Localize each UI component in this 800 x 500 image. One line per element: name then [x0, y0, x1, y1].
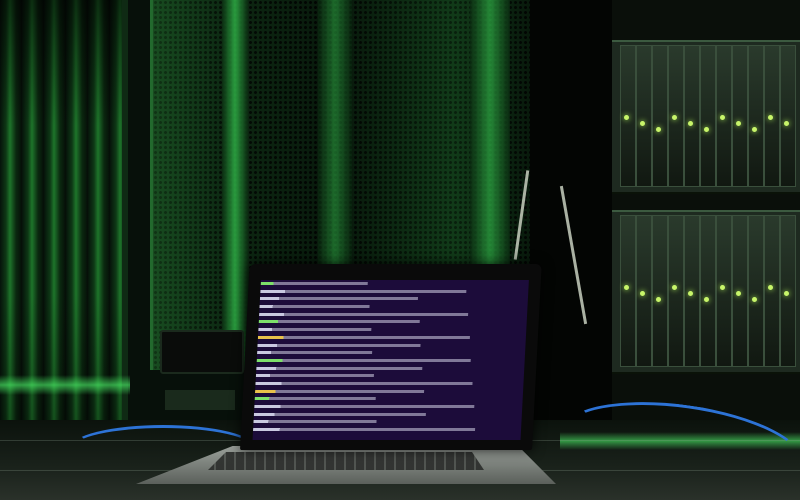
status-led: [720, 285, 725, 290]
status-led: [624, 285, 629, 290]
status-led: [784, 291, 789, 296]
server-blade: [700, 45, 716, 187]
door-light-bar: [222, 0, 248, 370]
terminal-line: [252, 426, 521, 434]
laptop-icon: [240, 264, 542, 450]
terminal-line: [255, 380, 523, 388]
server-blade: [764, 215, 780, 367]
status-led: [752, 297, 757, 302]
server-blade: [620, 215, 636, 367]
server-blade: [668, 215, 684, 367]
corridor-shadow: [0, 0, 125, 420]
status-led: [624, 115, 629, 120]
terminal-line: [259, 295, 528, 303]
server-blade: [780, 45, 796, 187]
status-led: [688, 291, 693, 296]
status-led: [704, 297, 709, 302]
server-blade: [748, 45, 764, 187]
terminal-line: [258, 326, 526, 334]
status-led: [656, 127, 661, 132]
status-led: [768, 285, 773, 290]
terminal-line: [253, 411, 522, 419]
server-blade: [716, 215, 732, 367]
rack-door-handle: [160, 330, 244, 374]
status-led: [640, 121, 645, 126]
server-blade: [684, 45, 700, 187]
floor-light-strip: [560, 432, 800, 450]
floor-light-strip: [0, 375, 130, 395]
server-blade: [700, 215, 716, 367]
terminal-line: [254, 403, 522, 411]
status-led: [640, 291, 645, 296]
terminal-line: [255, 388, 523, 396]
status-led: [768, 115, 773, 120]
network-cable-icon: [70, 425, 256, 471]
terminal-screen: [252, 280, 529, 440]
terminal-line: [259, 303, 527, 311]
status-led: [784, 121, 789, 126]
terminal-line: [256, 365, 524, 373]
status-led: [672, 115, 677, 120]
status-led: [736, 291, 741, 296]
server-blade: [636, 45, 652, 187]
status-led: [720, 115, 725, 120]
status-led: [672, 285, 677, 290]
server-blade: [652, 215, 668, 367]
terminal-line: [260, 288, 528, 296]
terminal-line: [257, 334, 526, 342]
terminal-line: [260, 280, 529, 288]
server-blade: [652, 45, 668, 187]
floor-vent: [165, 390, 235, 410]
status-led: [736, 121, 741, 126]
terminal-line: [253, 418, 521, 426]
terminal-line: [256, 357, 524, 365]
server-blade: [748, 215, 764, 367]
terminal-line: [257, 342, 525, 350]
terminal-line: [255, 372, 524, 380]
rack-divider: [530, 0, 620, 460]
server-blade: [732, 45, 748, 187]
status-led: [752, 127, 757, 132]
terminal-line: [258, 318, 526, 326]
status-led: [656, 297, 661, 302]
terminal-line: [254, 395, 522, 403]
laptop-keyboard: [208, 452, 484, 470]
status-led: [688, 121, 693, 126]
terminal-line: [257, 349, 525, 357]
status-led: [704, 127, 709, 132]
terminal-line: [259, 311, 527, 319]
